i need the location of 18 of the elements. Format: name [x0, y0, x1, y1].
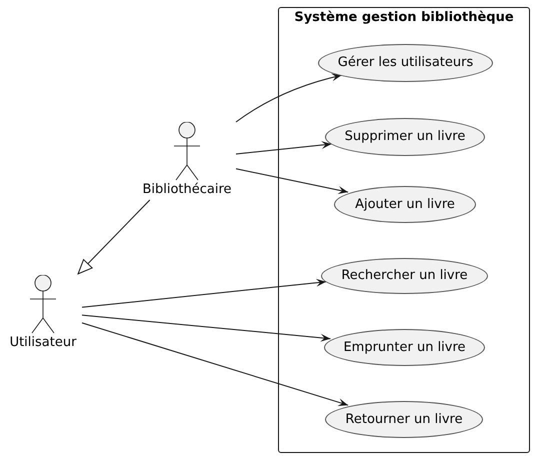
system-title: Système gestion bibliothèque [294, 9, 514, 27]
generalization-arrow [78, 200, 150, 274]
actor-name: Bibliothécaire [142, 182, 232, 198]
arrow [82, 278, 327, 308]
arrow [236, 74, 342, 122]
use-case-label: Rechercher un livre [341, 268, 468, 284]
use-case-ellipse [324, 329, 485, 366]
arrow [82, 314, 331, 342]
actor-name: Utilisateur [10, 335, 76, 351]
use-case-label: Gérer les utilisateurs [338, 55, 474, 71]
arrow [236, 168, 349, 194]
use-case-label: Emprunter un livre [343, 340, 466, 356]
use-case-label: Retourner un livre [345, 412, 463, 428]
arrow [236, 141, 332, 154]
arrow [82, 322, 349, 406]
use-case-label: Ajouter un livre [355, 196, 455, 212]
use-case-label: Supprimer un livre [344, 129, 466, 145]
system-boundary [278, 7, 530, 453]
